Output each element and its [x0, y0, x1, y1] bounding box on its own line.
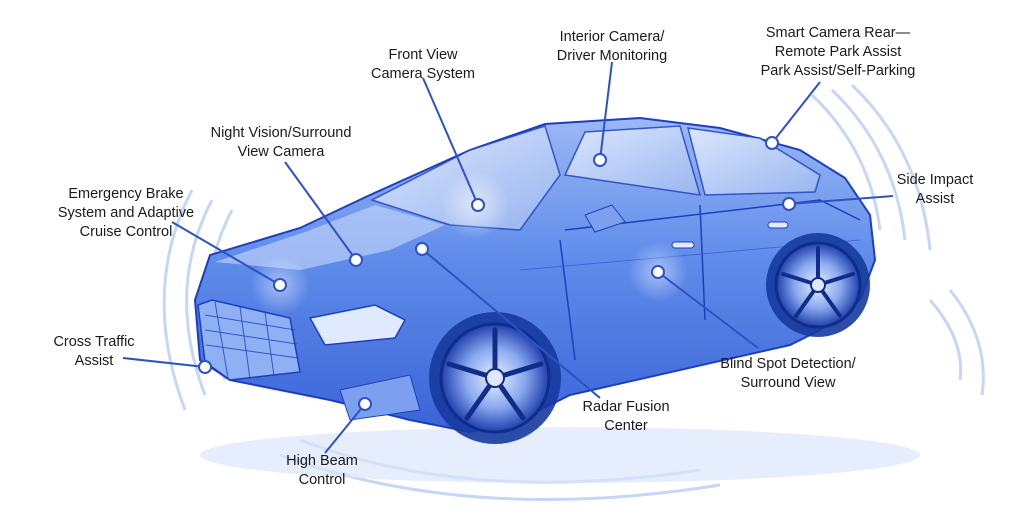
label-high-beam: High Beam Control — [286, 452, 358, 490]
label-interior-camera: Interior Camera/ Driver Monitoring — [557, 28, 667, 66]
label-line: Cruise Control — [58, 223, 194, 242]
high-beam-dot — [359, 398, 371, 410]
label-line: Radar Fusion — [582, 398, 669, 417]
label-line: View Camera — [211, 143, 352, 162]
label-line: Blind Spot Detection/ — [720, 355, 855, 374]
radar-fusion-dot — [416, 243, 428, 255]
label-line: Center — [582, 417, 669, 436]
label-line: Surround View — [720, 374, 855, 393]
front-view-camera-dot — [472, 199, 484, 211]
label-line: Park Assist/Self-Parking — [761, 62, 916, 81]
label-line: Interior Camera/ — [557, 28, 667, 47]
label-line: Control — [286, 471, 358, 490]
label-line: Driver Monitoring — [557, 47, 667, 66]
label-line: Remote Park Assist — [761, 43, 916, 62]
emergency-brake-dot — [274, 279, 286, 291]
night-vision-dot — [350, 254, 362, 266]
label-smart-camera-rear: Smart Camera Rear— Remote Park Assist Pa… — [761, 24, 916, 81]
label-line: Night Vision/Surround — [211, 124, 352, 143]
label-line: High Beam — [286, 452, 358, 471]
smart-camera-rear-dot — [766, 137, 778, 149]
label-line: Front View — [371, 46, 475, 65]
blind-spot-dot — [652, 266, 664, 278]
label-cross-traffic: Cross Traffic Assist — [53, 333, 134, 371]
label-radar-fusion: Radar Fusion Center — [582, 398, 669, 436]
label-line: Emergency Brake — [58, 185, 194, 204]
label-line: Side Impact — [897, 171, 974, 190]
label-line: Cross Traffic — [53, 333, 134, 352]
interior-camera-dot — [594, 154, 606, 166]
label-line: Smart Camera Rear— — [761, 24, 916, 43]
cross-traffic-dot — [199, 361, 211, 373]
label-night-vision: Night Vision/Surround View Camera — [211, 124, 352, 162]
label-side-impact: Side Impact Assist — [897, 171, 974, 209]
label-blind-spot: Blind Spot Detection/ Surround View — [720, 355, 855, 393]
label-front-view-camera: Front View Camera System — [371, 46, 475, 84]
label-line: System and Adaptive — [58, 204, 194, 223]
label-emergency-brake: Emergency Brake System and Adaptive Crui… — [58, 185, 194, 242]
side-impact-dot — [783, 198, 795, 210]
label-line: Assist — [897, 190, 974, 209]
label-line: Assist — [53, 352, 134, 371]
car-body — [195, 118, 875, 444]
label-line: Camera System — [371, 65, 475, 84]
